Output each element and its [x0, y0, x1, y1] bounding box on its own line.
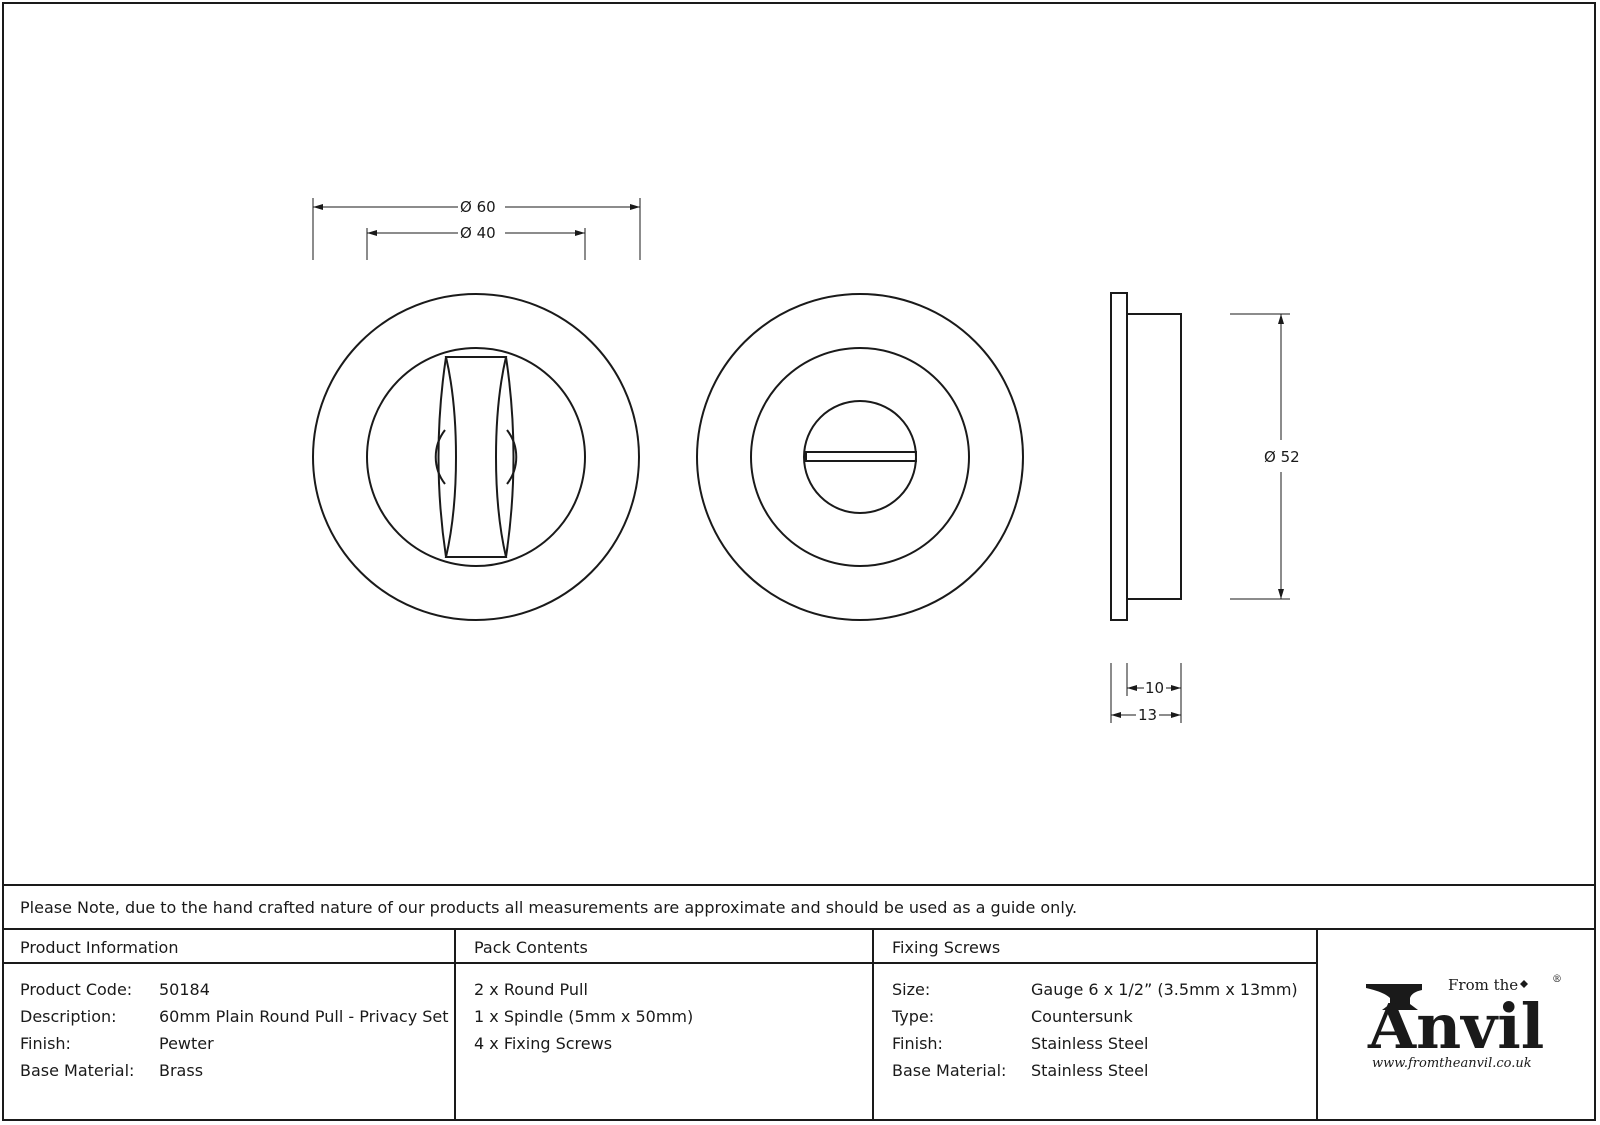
fixing-screws-heading: Fixing Screws — [874, 930, 1316, 964]
row-value: Pewter — [159, 1034, 214, 1053]
product-information-panel: Product Information Product Code: 50184 … — [2, 930, 456, 1121]
fixing-screws-panel: Fixing Screws Size: Gauge 6 x 1/2” (3.5m… — [874, 930, 1318, 1121]
product-row-code: Product Code: 50184 — [20, 976, 454, 1003]
pack-contents-heading: Pack Contents — [456, 930, 872, 964]
front-view-turn — [312, 293, 640, 621]
row-label: Type: — [892, 1007, 935, 1026]
row-value: Brass — [159, 1061, 204, 1080]
pack-item: 2 x Round Pull — [474, 980, 588, 999]
from-the-anvil-logo: From the ® Anvil www.fromtheanvil.co.uk — [1366, 974, 1562, 1071]
dimension-labels: Ø 60 Ø 40 Ø 52 10 13 — [460, 198, 1300, 724]
dimension-lines — [312, 198, 1290, 723]
front-view-release — [696, 293, 1024, 621]
product-row-description: Description: 60mm Plain Round Pull - Pri… — [20, 1003, 454, 1030]
row-value: Gauge 6 x 1/2” (3.5mm x 13mm) — [1031, 980, 1298, 999]
row-value: Stainless Steel — [1031, 1034, 1149, 1053]
screw-row-base-material: Base Material: Stainless Steel — [892, 1057, 1316, 1084]
dim-inner-diameter: Ø 40 — [460, 224, 496, 242]
release-outer-circle — [696, 293, 1024, 621]
row-label: Finish: — [892, 1034, 943, 1053]
inner-rose-circle — [366, 347, 586, 567]
anvil-icon — [1366, 984, 1422, 1010]
pack-item: 4 x Fixing Screws — [474, 1034, 613, 1053]
outer-rose-circle — [312, 293, 640, 621]
dim-outer-diameter: Ø 60 — [460, 198, 496, 216]
row-label: Description: — [20, 1007, 117, 1026]
side-flange — [1110, 292, 1128, 621]
row-value: 50184 — [159, 980, 210, 999]
screw-row-type: Type: Countersunk — [892, 1003, 1316, 1030]
row-label: Base Material: — [892, 1061, 1007, 1080]
row-label: Product Code: — [20, 980, 133, 999]
product-row-base-material: Base Material: Brass — [20, 1057, 454, 1084]
row-value: Countersunk — [1031, 1007, 1133, 1026]
dim-depth-inner: 10 — [1145, 679, 1164, 697]
row-value: Stainless Steel — [1031, 1061, 1149, 1080]
row-label: Size: — [892, 980, 931, 999]
release-button — [803, 400, 917, 514]
technical-drawing: Ø 60 Ø 40 Ø 52 10 13 — [312, 198, 1300, 724]
row-label: Finish: — [20, 1034, 71, 1053]
side-view — [1110, 292, 1182, 621]
row-value: 60mm Plain Round Pull - Privacy Set — [159, 1007, 449, 1026]
product-row-finish: Finish: Pewter — [20, 1030, 454, 1057]
logo-url: www.fromtheanvil.co.uk — [1372, 1056, 1532, 1071]
turn-knob — [444, 356, 508, 558]
measurement-note: Please Note, due to the hand crafted nat… — [2, 884, 1596, 930]
release-slot — [805, 451, 917, 462]
logo-from-the: From the — [1448, 976, 1518, 994]
pack-contents-panel: Pack Contents 2 x Round Pull 1 x Spindle… — [456, 930, 874, 1121]
release-inner-circle — [750, 347, 970, 567]
dim-depth-total: 13 — [1138, 706, 1157, 724]
turn-boss — [434, 429, 446, 485]
product-information-heading: Product Information — [2, 930, 454, 964]
pack-item: 1 x Spindle (5mm x 50mm) — [474, 1007, 694, 1026]
screw-row-size: Size: Gauge 6 x 1/2” (3.5mm x 13mm) — [892, 976, 1316, 1003]
screw-row-finish: Finish: Stainless Steel — [892, 1030, 1316, 1057]
side-body — [1126, 313, 1182, 600]
dim-height-diameter: Ø 52 — [1264, 448, 1300, 466]
row-label: Base Material: — [20, 1061, 135, 1080]
logo-anvil: Anvil — [1367, 990, 1544, 1063]
registered-mark: ® — [1552, 974, 1562, 985]
